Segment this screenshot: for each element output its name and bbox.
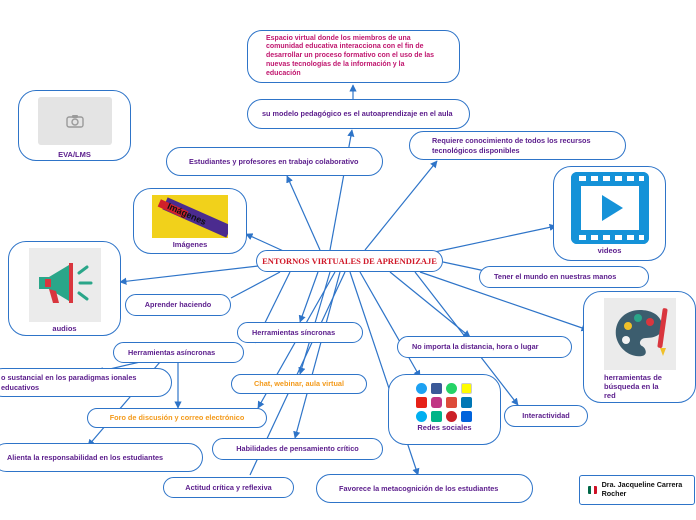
definition-node[interactable]: Espacio virtual donde los miembros de un…: [247, 30, 460, 83]
instagram-icon: [431, 397, 442, 408]
palette-icon: [604, 298, 676, 370]
eva-lms-label: EVA/LMS: [58, 150, 91, 159]
skype-icon: [416, 411, 427, 422]
images-card[interactable]: Imágenes Imágenes: [133, 188, 247, 254]
social-networks-label: Redes sociales: [417, 423, 472, 432]
social-networks-card[interactable]: Redes sociales: [388, 374, 501, 445]
eva-lms-card[interactable]: EVA/LMS: [18, 90, 131, 161]
chat-node[interactable]: Chat, webinar, aula virtual: [231, 374, 367, 394]
camera-placeholder-icon: [37, 97, 112, 145]
youtube-icon: [416, 397, 427, 408]
world-node[interactable]: Tener el mundo en nuestras manos: [479, 266, 649, 288]
pinterest-icon: [446, 411, 457, 422]
responsibility-node[interactable]: Alienta la responsabilidad en los estudi…: [0, 443, 203, 472]
facebook-icon: [431, 383, 442, 394]
mexico-flag-icon: [588, 486, 597, 494]
asynchronous-tools-node[interactable]: Herramientas asíncronas: [113, 342, 244, 363]
videos-label: videos: [597, 246, 622, 255]
link-search: [419, 271, 589, 332]
link-social: [359, 271, 421, 378]
search-tools-label: herramientas de búsqueda en la red: [604, 373, 662, 400]
collaborative-node[interactable]: Estudiantes y profesores en trabajo cola…: [166, 147, 383, 176]
snapchat-icon: [461, 383, 472, 394]
link-audios: [119, 265, 259, 285]
author-name: Dra. Jacqueline Carrera Rocher: [601, 480, 683, 498]
images-logo-icon: Imágenes: [152, 195, 228, 238]
videos-card[interactable]: videos: [553, 166, 666, 261]
synchronous-tools-node[interactable]: Herramientas síncronas: [237, 322, 363, 343]
whatsapp-icon: [446, 383, 457, 394]
images-label: Imágenes: [172, 240, 208, 249]
paradigm-change-node[interactable]: o sustancial en los paradigmas ionales e…: [0, 368, 172, 397]
linkedin-icon: [461, 397, 472, 408]
forum-node[interactable]: Foro de discusión y correo electrónico: [87, 408, 267, 428]
megaphone-icon: [28, 248, 101, 322]
twitter-icon: [416, 383, 427, 394]
link-videos: [429, 223, 557, 254]
audios-card[interactable]: audios: [8, 241, 121, 336]
link-knowledge: [364, 160, 438, 251]
google-plus-icon: [446, 397, 457, 408]
critical-attitude-node[interactable]: Actitud crítica y reflexiva: [163, 477, 294, 498]
critical-thinking-node[interactable]: Habilidades de pensamiento crítico: [212, 438, 383, 460]
metacognition-node[interactable]: Favorece la metacognición de los estudia…: [316, 474, 533, 503]
vine-icon: [431, 411, 442, 422]
search-tools-card[interactable]: herramientas de búsqueda en la red: [583, 291, 696, 403]
knowledge-node[interactable]: Requiere conocimiento de todos los recur…: [409, 131, 626, 160]
central-topic[interactable]: ENTORNOS VIRTUALES DE APRENDIZAJE: [256, 250, 443, 272]
audios-label: audios: [52, 324, 77, 333]
link-synchronous: [298, 271, 319, 323]
learn-by-doing-node[interactable]: Aprender haciendo: [125, 294, 231, 316]
social-icons-grid: [415, 383, 475, 423]
link-learn: [230, 271, 281, 299]
flickr-icon: [461, 411, 472, 422]
link-collaborative: [286, 175, 321, 251]
pedagogical-model-node[interactable]: su modelo pedagógico es el autoaprendiza…: [247, 99, 470, 129]
interactivity-node[interactable]: Interactividad: [504, 405, 588, 427]
video-play-icon: [570, 172, 649, 244]
author-credit: Dra. Jacqueline Carrera Rocher: [579, 475, 695, 505]
distance-node[interactable]: No importa la distancia, hora o lugar: [397, 336, 572, 358]
